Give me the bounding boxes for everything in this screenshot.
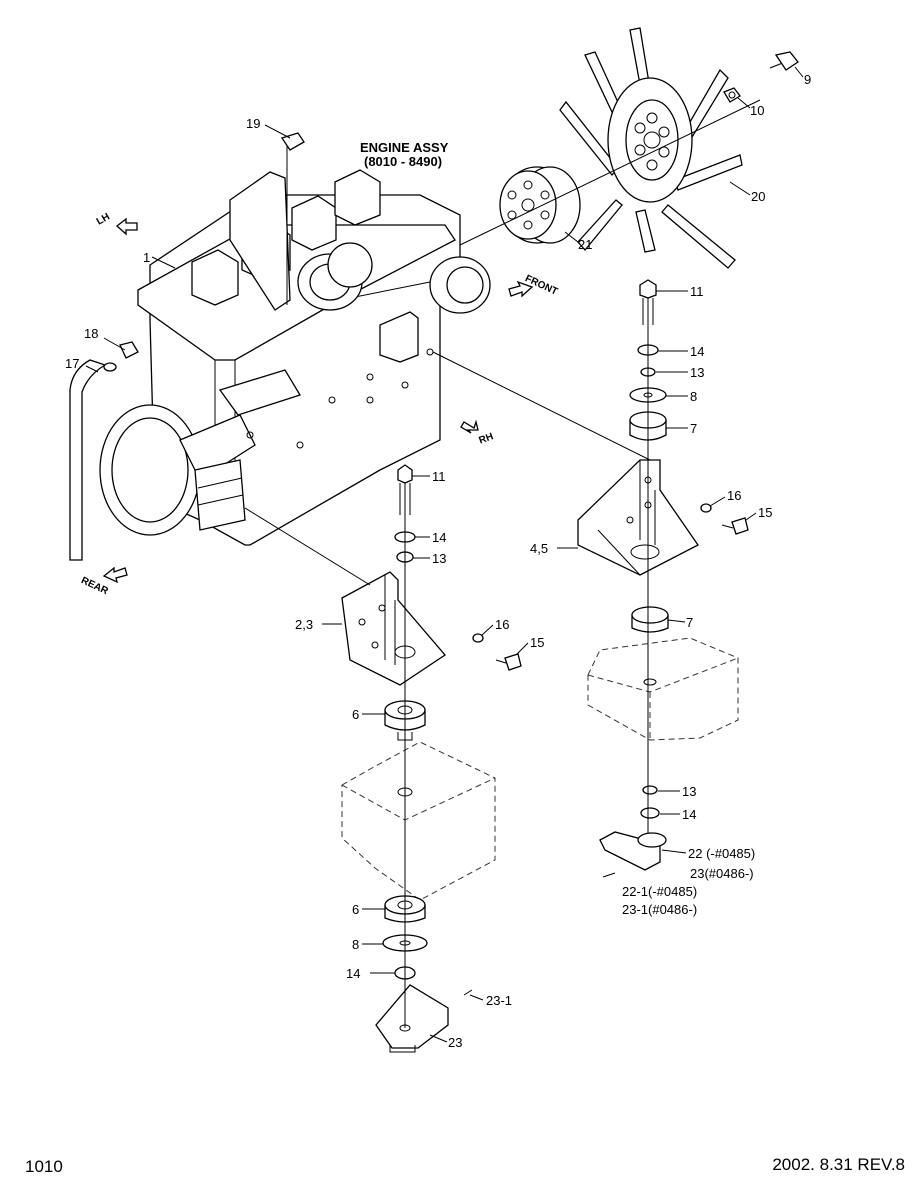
rh-arrow-icon: RH — [460, 419, 495, 447]
rear-label: REAR — [79, 575, 110, 597]
hose-17 — [69, 359, 117, 561]
leader-lines — [85, 66, 804, 1043]
callout-13-right-bottom: 13 — [682, 784, 696, 799]
callout-13-right-top: 13 — [690, 365, 704, 380]
callout-22: 22 (-#0485) — [688, 846, 755, 861]
callout-11-left: 11 — [432, 469, 446, 484]
callout-21: 21 — [578, 237, 592, 252]
callout-6-top: 6 — [352, 707, 359, 722]
callout-17: 17 — [65, 356, 79, 371]
lh-label: LH — [95, 211, 112, 227]
callout-23-1-variant: 23-1(#0486-) — [622, 902, 697, 917]
callout-7-right-bottom: 7 — [686, 615, 693, 630]
rh-label: RH — [478, 431, 495, 446]
callout-23: 23 — [448, 1035, 462, 1050]
callout-15-right: 15 — [758, 505, 772, 520]
fan-pulley — [499, 166, 581, 244]
callout-14-right-bottom: 14 — [682, 807, 696, 822]
bolt-9 — [769, 51, 799, 71]
callout-13-left: 13 — [432, 551, 446, 566]
callout-4-5: 4,5 — [530, 541, 548, 556]
lh-arrow-icon: LH — [95, 211, 138, 236]
callout-16-right: 16 — [727, 488, 741, 503]
callout-14-left-top: 14 — [432, 530, 446, 545]
callout-11-right: 11 — [690, 284, 704, 299]
engine-range-label: (8010 - 8490) — [364, 154, 442, 169]
callout-23-variant: 23(#0486-) — [690, 866, 754, 881]
callout-1: 1 — [143, 250, 150, 265]
callout-8-left: 8 — [352, 937, 359, 952]
callout-14-right-top: 14 — [690, 344, 704, 359]
callout-22-1: 22-1(-#0485) — [622, 884, 697, 899]
right-mount-stack — [577, 279, 749, 878]
front-arrow-icon: FRONT — [508, 273, 559, 298]
callout-9: 9 — [804, 72, 811, 87]
engine-assy-label: ENGINE ASSY — [360, 140, 449, 155]
callout-14-left-bottom: 14 — [346, 966, 360, 981]
clamp-18 — [119, 341, 139, 359]
left-mount-stack — [341, 464, 522, 1053]
engine-assembly — [99, 169, 491, 546]
callout-7-right-top: 7 — [690, 421, 697, 436]
callout-16-left: 16 — [495, 617, 509, 632]
callout-8-right: 8 — [690, 389, 697, 404]
callout-15-left: 15 — [530, 635, 544, 650]
callout-23-1: 23-1 — [486, 993, 512, 1008]
cooling-fan — [559, 27, 743, 269]
callout-6-bottom: 6 — [352, 902, 359, 917]
callout-19: 19 — [246, 116, 260, 131]
front-label: FRONT — [523, 273, 559, 298]
callout-20: 20 — [751, 189, 765, 204]
callout-10: 10 — [750, 103, 764, 118]
callout-18: 18 — [84, 326, 98, 341]
rear-arrow-icon: REAR — [79, 566, 128, 597]
callout-2-3: 2,3 — [295, 617, 313, 632]
nut-10 — [723, 87, 741, 103]
page-number: 1010 — [25, 1157, 63, 1176]
revision-stamp: 2002. 8.31 REV.8 — [772, 1155, 905, 1174]
